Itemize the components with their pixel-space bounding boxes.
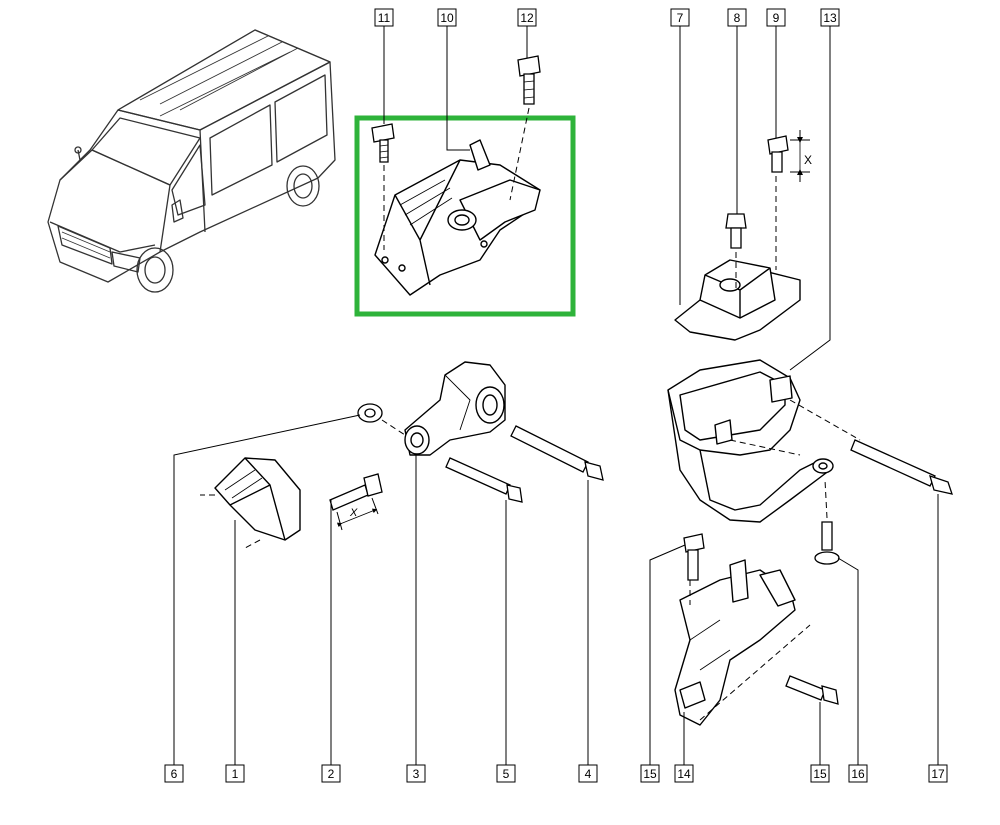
callout-11[interactable]: 11 — [374, 8, 394, 27]
callout-6[interactable]: 6 — [164, 764, 184, 783]
dimension-x-right-label: X — [804, 153, 812, 167]
bolt-2[interactable] — [329, 473, 383, 511]
callout-17-label: 17 — [931, 767, 945, 781]
dimension-x-left-label: X — [349, 507, 358, 519]
callout-5[interactable]: 5 — [496, 764, 516, 783]
part-13-support-bracket[interactable] — [667, 359, 834, 523]
van-illustration — [47, 29, 336, 293]
leader-lines — [173, 26, 939, 765]
callout-9[interactable]: 9 — [766, 8, 786, 27]
callout-2[interactable]: 2 — [321, 764, 341, 783]
bolt-12[interactable] — [517, 55, 541, 105]
bolt-17[interactable] — [850, 439, 953, 495]
callout-3-label: 3 — [413, 767, 420, 781]
dimension-x-left — [336, 497, 379, 531]
callout-9-label: 9 — [773, 11, 780, 25]
callout-6-label: 6 — [171, 767, 178, 781]
callout-17[interactable]: 17 — [928, 764, 948, 783]
bolt-5[interactable] — [445, 457, 523, 503]
callout-8-label: 8 — [734, 11, 741, 25]
part-3-torque-rod[interactable] — [404, 361, 506, 456]
callout-11-label: 11 — [378, 11, 391, 25]
part-1-mount-pad[interactable] — [214, 457, 301, 541]
callout-14[interactable]: 14 — [674, 764, 694, 783]
nut-6[interactable] — [357, 403, 383, 423]
callout-3[interactable]: 3 — [406, 764, 426, 783]
bolt-4[interactable] — [510, 425, 604, 481]
callout-7-label: 7 — [677, 11, 684, 25]
callout-15-a[interactable]: 15 — [640, 764, 660, 783]
callout-5-label: 5 — [503, 767, 510, 781]
callout-10[interactable]: 10 — [437, 8, 457, 27]
callout-12[interactable]: 12 — [517, 8, 537, 27]
callout-1[interactable]: 1 — [225, 764, 245, 783]
dimension-x-right — [790, 130, 810, 182]
callout-2-label: 2 — [328, 767, 335, 781]
callout-16-label: 16 — [851, 767, 865, 781]
bolt-15-lower[interactable] — [785, 675, 839, 705]
bolt-9[interactable] — [767, 135, 789, 173]
callout-15-a-label: 15 — [643, 767, 657, 781]
callout-14-label: 14 — [677, 767, 691, 781]
bolt-16[interactable] — [814, 521, 840, 565]
callout-10-label: 10 — [440, 11, 454, 25]
bolt-8[interactable] — [725, 213, 747, 249]
callout-7[interactable]: 7 — [670, 8, 690, 27]
callout-1-label: 1 — [232, 767, 239, 781]
callout-12-label: 12 — [520, 11, 534, 25]
bolt-15-upper[interactable] — [683, 533, 705, 581]
bolt-11[interactable] — [371, 123, 395, 163]
part-14-lower-bracket[interactable] — [674, 559, 796, 726]
part-10-engine-mount[interactable] — [374, 139, 541, 296]
callouts-bottom: 6 1 2 3 5 4 15 14 — [164, 764, 948, 783]
callout-13[interactable]: 13 — [820, 8, 840, 27]
callout-15-b[interactable]: 15 — [810, 764, 830, 783]
part-7-gearbox-mount[interactable] — [674, 259, 801, 341]
highlight-frame — [354, 115, 576, 317]
callout-4[interactable]: 4 — [578, 764, 598, 783]
callout-8[interactable]: 8 — [727, 8, 747, 27]
callout-13-label: 13 — [823, 11, 837, 25]
callouts-top: 11 10 12 7 8 9 13 — [374, 8, 840, 27]
callout-15-b-label: 15 — [813, 767, 827, 781]
callout-16[interactable]: 16 — [848, 764, 868, 783]
callout-4-label: 4 — [585, 767, 592, 781]
